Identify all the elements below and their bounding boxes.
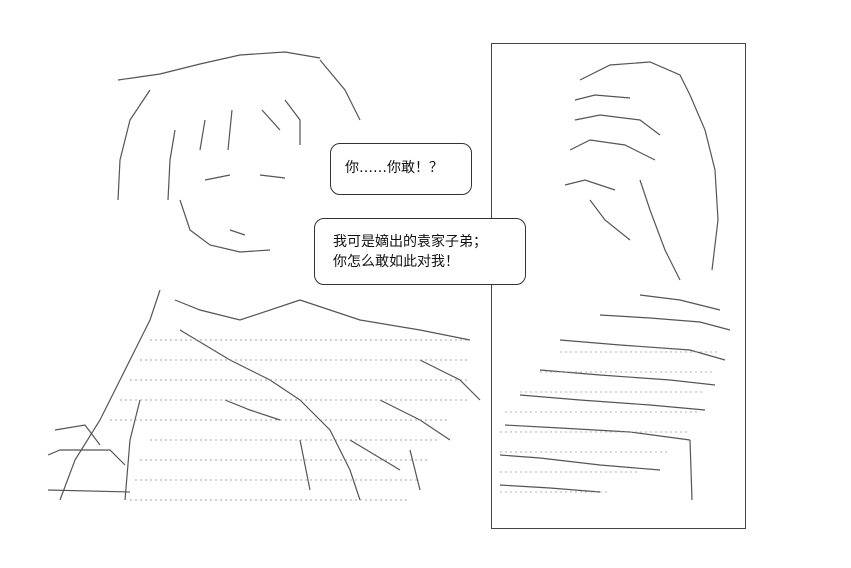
speech-bubble-first: 你……你敢！？: [330, 143, 472, 195]
speech-bubble-second-line2: 你怎么敢如此对我！: [333, 254, 459, 270]
fist-panel-frame: [491, 43, 746, 529]
speech-bubble-second-line1: 我可是嫡出的袁家子弟；: [333, 234, 487, 250]
speech-bubble-first-text: 你……你敢！？: [345, 160, 443, 176]
speech-bubble-second: 我可是嫡出的袁家子弟； 你怎么敢如此对我！: [314, 218, 526, 285]
